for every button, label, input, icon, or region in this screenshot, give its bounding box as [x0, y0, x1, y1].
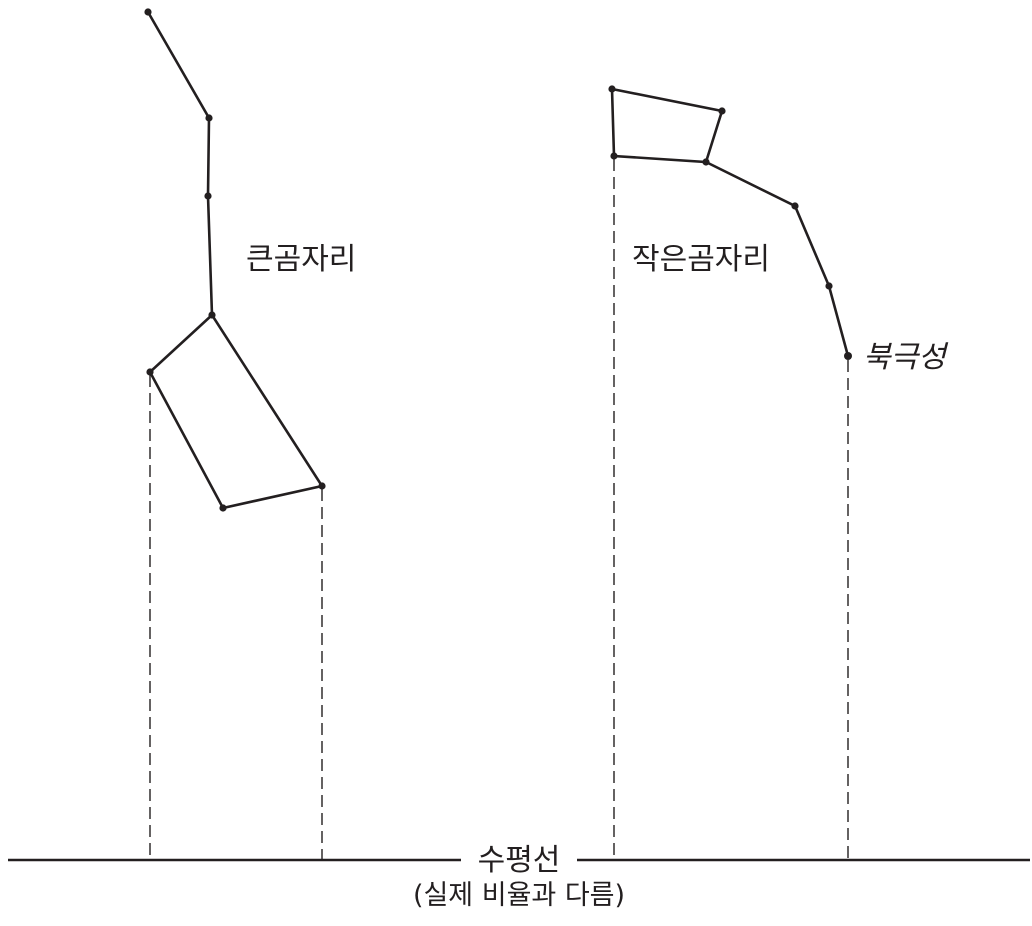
horizon: 수평선 (실제 비율과 다름) [8, 843, 1030, 911]
big-dipper-star [219, 504, 227, 512]
big-dipper-star [146, 368, 154, 376]
little-dipper-star [608, 85, 616, 93]
little-dipper-label: 작은곰자리 [632, 242, 770, 277]
horizon-label: 수평선 [478, 843, 561, 878]
little-dipper-star [718, 107, 726, 115]
big-dipper-label: 큰곰자리 [246, 242, 356, 277]
scale-note: (실제 비율과 다름) [413, 880, 625, 911]
polaris-label: 북극성 [863, 340, 949, 375]
big-dipper-star [205, 114, 213, 122]
big-dipper: 큰곰자리 [144, 8, 356, 860]
little-dipper-star [702, 158, 710, 166]
polaris-star [844, 352, 852, 360]
big-dipper-star [208, 311, 216, 319]
big-dipper-bowl [148, 312, 325, 510]
big-dipper-star [204, 192, 212, 200]
little-dipper-bowl [610, 87, 724, 164]
big-dipper-star [318, 482, 326, 490]
little-dipper-star [610, 152, 618, 160]
little-dipper-star [791, 202, 799, 210]
little-dipper-handle [704, 160, 850, 358]
little-dipper: 작은곰자리 북극성 [608, 85, 949, 860]
big-dipper-handle [146, 10, 214, 317]
big-dipper-star [144, 8, 152, 16]
little-dipper-star [825, 282, 833, 290]
